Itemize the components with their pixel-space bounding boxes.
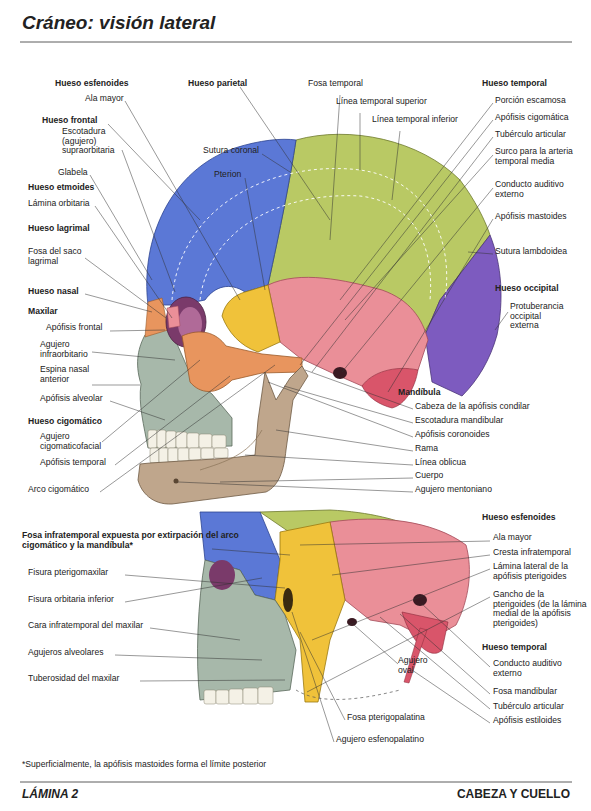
- part-label: Línea temporal superior: [336, 97, 427, 107]
- part-label: Fisura pterigomaxilar: [28, 568, 108, 578]
- bone-name: Hueso esfenoides: [482, 513, 556, 523]
- part-label: Fosa mandibular: [493, 687, 557, 697]
- part-label: Porción escamosa: [495, 96, 566, 106]
- part-label: Cuerpo: [415, 471, 443, 481]
- part-label: Fisura orbitaria inferior: [28, 595, 114, 605]
- part-label: Fosa del saco lagrimal: [28, 247, 86, 266]
- part-label: Apófisis alveolar: [40, 394, 103, 404]
- bone-name: Hueso temporal: [482, 643, 547, 653]
- part-label: Apófisis frontal: [46, 323, 102, 333]
- bone-name: Hueso lagrimal: [28, 224, 90, 234]
- bone-name: Hueso cigomático: [28, 417, 102, 427]
- part-label: Arco cigomático: [28, 485, 89, 495]
- part-label: Tubérculo articular: [493, 702, 564, 712]
- part-label: Sutura coronal: [203, 146, 259, 156]
- bone-name: Fosa infratemporal expuesta por extirpac…: [22, 531, 262, 550]
- part-label: Lámina orbitaria: [28, 199, 90, 209]
- part-label: Fosa temporal: [308, 79, 363, 89]
- part-label: Espina nasal anterior: [40, 365, 92, 384]
- part-label: Agujero esfenopalatino: [336, 735, 424, 745]
- part-label: Agujero cigomaticofacial: [40, 432, 102, 451]
- bone-name: Hueso esfenoides: [55, 79, 129, 89]
- part-label: Protuberancia occipital externa: [510, 302, 570, 331]
- part-label: Tuberosidad del maxilar: [28, 674, 119, 684]
- bone-name: Hueso frontal: [42, 116, 97, 126]
- part-label: Fosa pterigopalatina: [347, 713, 425, 723]
- part-label: Surco para la arteria temporal media: [495, 147, 579, 166]
- part-label: Ala mayor: [85, 94, 124, 104]
- part-label: Conducto auditivo externo: [495, 180, 565, 199]
- part-label: Lámina lateral de la apófisis pterigoide…: [493, 562, 585, 581]
- plate-title: Cráneo: visión lateral: [22, 12, 215, 33]
- part-label: Línea oblicua: [415, 458, 466, 468]
- bone-name: Hueso temporal: [482, 79, 547, 89]
- part-label: Gancho de la pterigoides (de la lámina m…: [493, 590, 588, 629]
- bone-name: Hueso nasal: [28, 287, 79, 297]
- part-label: Escotadura (agujero) supraorbitaria: [62, 127, 122, 156]
- part-label: Tubérculo articular: [495, 130, 566, 140]
- part-label: Apófisis cigomática: [495, 113, 569, 123]
- bone-name: Mandíbula: [398, 388, 441, 398]
- part-label: Apófisis coronoides: [415, 430, 490, 440]
- part-label: Apófisis mastoides: [495, 212, 567, 222]
- part-label: Agujeros alveolares: [28, 648, 103, 658]
- bone-name: Hueso parietal: [188, 79, 247, 89]
- bone-name: Hueso occipital: [495, 284, 559, 294]
- part-label: Rama: [415, 444, 438, 454]
- part-label: Ala mayor: [493, 533, 532, 543]
- part-label: Conducto auditivo externo: [493, 659, 565, 678]
- part-label: Apófisis temporal: [40, 458, 106, 468]
- part-label: Pterion: [214, 170, 241, 180]
- page-footer: LÁMINA 2: [22, 788, 78, 801]
- part-label: Cabeza de la apófisis condilar: [415, 402, 530, 412]
- bone-name: Maxilar: [28, 307, 58, 317]
- part-label: Línea temporal inferior: [372, 115, 458, 125]
- part-label: Escotadura mandibular: [415, 416, 503, 426]
- part-label: Agujero mentoniano: [415, 485, 492, 495]
- part-label: Agujero oval: [398, 656, 440, 675]
- part-label: Sutura lambdoidea: [495, 247, 567, 257]
- page-footer: CABEZA Y CUELLO: [400, 788, 570, 801]
- part-label: Glabela: [58, 168, 88, 178]
- bone-name: Hueso etmoides: [28, 183, 94, 193]
- footnote: *Superficialmente, la apófisis mastoides…: [22, 760, 266, 770]
- part-label: Apófisis estiloides: [493, 716, 561, 726]
- part-label: Cresta infratemporal: [493, 548, 571, 558]
- part-label: Agujero infraorbitario: [40, 340, 96, 359]
- part-label: Cara infratemporal del maxilar: [28, 621, 143, 631]
